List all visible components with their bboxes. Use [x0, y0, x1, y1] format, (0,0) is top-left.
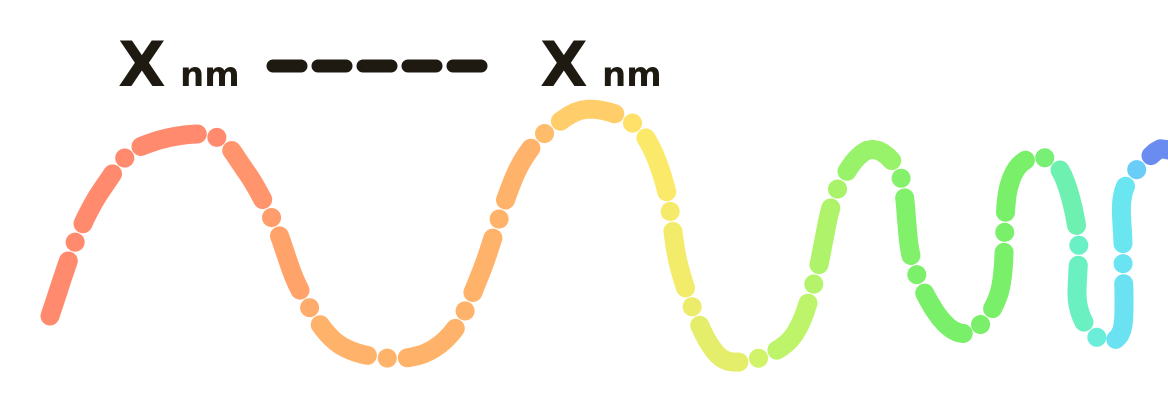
wave-dash [809, 198, 841, 275]
wave-dash [1050, 160, 1086, 235]
wave-dash [690, 315, 749, 372]
label-symbol: X [118, 28, 166, 101]
label-subscript: nm [180, 55, 240, 95]
wave-dash [915, 283, 973, 343]
wave-dash [663, 221, 695, 298]
wave-dash [767, 293, 818, 360]
wave-dash [550, 99, 625, 131]
wave-dash [983, 242, 1014, 319]
wave-dash [1067, 255, 1094, 332]
wave-dash [837, 139, 902, 181]
rainbow-dashed-wave [40, 99, 1168, 372]
wave-dash [1111, 176, 1135, 254]
wavelength-label-left: X nm [118, 28, 240, 101]
wavelength-label-right: X nm [540, 28, 662, 101]
wave-dash [397, 318, 465, 368]
wave-dash [73, 164, 122, 234]
wave-dash [463, 228, 503, 302]
wave-dash [131, 124, 207, 156]
wave-dash [40, 251, 78, 326]
wave-dash [996, 150, 1035, 222]
wave-dash [895, 188, 921, 265]
wave-dash [496, 138, 541, 210]
wave-dash [310, 315, 377, 365]
wave-dash [1141, 139, 1168, 166]
wave-dash [636, 128, 677, 202]
wave-dash [222, 141, 273, 209]
wave-dash [1106, 274, 1134, 349]
label-symbol: X [540, 28, 588, 101]
wave-dash [270, 226, 310, 300]
label-subscript: nm [602, 55, 662, 95]
